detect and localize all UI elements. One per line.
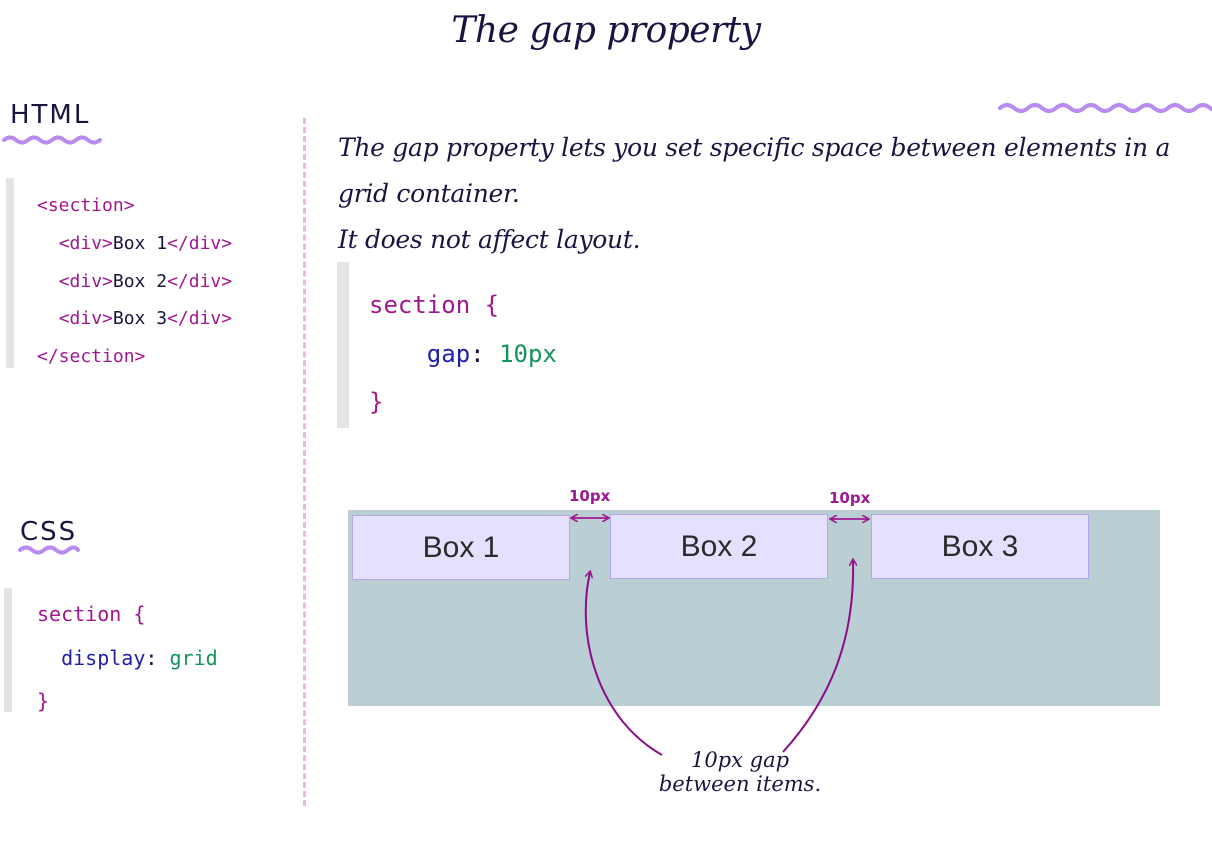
title-underline-squiggle <box>998 103 1212 113</box>
css-section-label: CSS <box>20 517 78 547</box>
gap-code-selector: section <box>369 291 471 319</box>
gap-code-block: section { gap: 10px } <box>369 281 557 427</box>
html-code-line: <div>Box 2</div> <box>58 270 233 292</box>
gap-caption-line-1: 10px gap <box>690 748 790 772</box>
gap-code-property: gap <box>426 339 471 368</box>
description-line-2: It does not affect layout. <box>338 225 641 254</box>
pointer-arrow-right <box>782 560 853 753</box>
page-title: The gap property <box>451 10 761 51</box>
grid-container-demo: Box 1 Box 2 Box 3 <box>348 510 1160 706</box>
gap-label-1: 10px <box>569 487 611 505</box>
html-code-bar <box>6 178 14 368</box>
grid-box-2: Box 2 <box>610 514 828 579</box>
css-open-brace: { <box>133 602 146 626</box>
html-code-line: <section> <box>37 195 135 216</box>
html-code-line: </section> <box>37 346 146 368</box>
description: The gap property lets you set specific s… <box>338 125 1208 263</box>
grid-box-3: Box 3 <box>871 514 1089 579</box>
column-divider <box>303 118 306 806</box>
html-section-label: HTML <box>10 100 91 130</box>
gap-caption-line-2: between items. <box>658 772 822 796</box>
grid-box-1: Box 1 <box>352 515 570 580</box>
html-code-line: <div>Box 1</div> <box>58 232 233 254</box>
gap-arrows <box>0 0 1212 756</box>
css-value: grid <box>169 645 218 670</box>
pointer-arrow-left <box>584 572 663 756</box>
css-selector: section <box>37 602 122 626</box>
css-colon: : <box>145 645 158 670</box>
css-property: display <box>61 645 146 670</box>
gap-code-close-brace: } <box>369 388 384 416</box>
css-close-brace: } <box>37 689 50 713</box>
gap-code-bar <box>337 262 349 428</box>
gap-code-value: 10px <box>499 339 557 368</box>
html-code-line: <div>Box 3</div> <box>58 308 233 330</box>
gap-label-2: 10px <box>829 489 871 507</box>
css-code-block: section { display: grid } <box>37 593 218 724</box>
html-code-block: <section> <div>Box 1</div> <div>Box 2</d… <box>37 187 232 376</box>
html-label-underline-squiggle <box>2 135 102 555</box>
gap-code-colon: : <box>470 339 485 368</box>
css-code-bar <box>4 588 12 712</box>
description-line-1: The gap property lets you set specific s… <box>338 133 1171 208</box>
gap-code-open-brace: { <box>484 291 500 319</box>
gap-caption: 10px gap between items. <box>640 748 840 796</box>
